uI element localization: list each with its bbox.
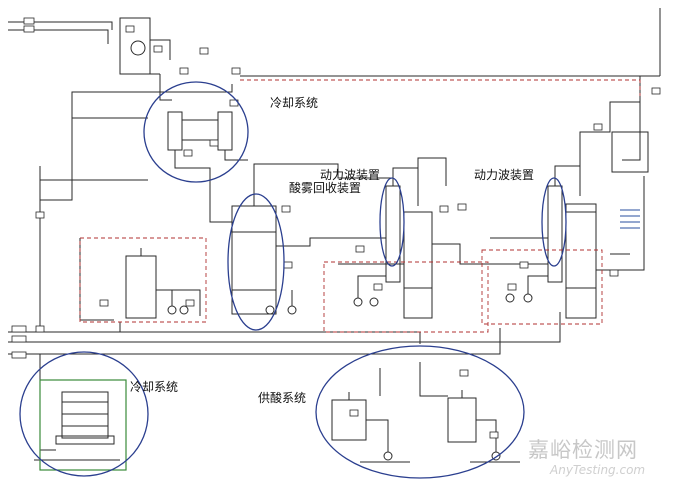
label-acid-mist-recovery: 酸雾回收装置 xyxy=(289,181,362,195)
instrument-tags xyxy=(11,17,661,439)
acid-supply-ellipse xyxy=(315,345,525,479)
dynamic-wave-1-ellipse xyxy=(379,177,405,267)
cooling-system-bottom-ellipse xyxy=(19,351,149,477)
dynamic-wave-2-ellipse xyxy=(541,177,567,267)
label-acid-supply-system: 供酸系统 xyxy=(258,391,307,405)
label-dynamic-wave-1: 动力波装置 xyxy=(320,168,381,182)
label-cooling-system-bottom: 冷却系统 xyxy=(130,380,179,394)
watermark-chinese: 嘉峪检测网 xyxy=(528,438,638,462)
acid-mist-recovery-ellipse xyxy=(227,193,285,331)
cooling-system-top-ellipse xyxy=(143,81,249,183)
watermark-english: AnyTesting.com xyxy=(550,463,646,477)
green-frame xyxy=(39,379,127,471)
dashed-boundaries xyxy=(79,79,641,333)
process-lines xyxy=(8,8,661,463)
subsystem-ellipses xyxy=(19,81,567,479)
label-cooling-system-top: 冷却系统 xyxy=(270,96,319,110)
label-dynamic-wave-2: 动力波装置 xyxy=(474,168,535,182)
manifold-symbols xyxy=(620,209,640,229)
